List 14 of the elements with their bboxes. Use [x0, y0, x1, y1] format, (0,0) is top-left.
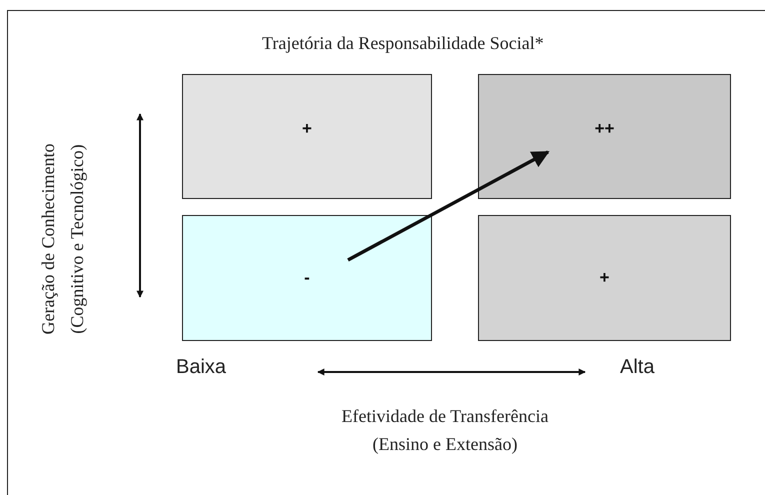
axis-end-label: Baixa — [176, 356, 226, 379]
rating-symbol: - — [304, 268, 310, 288]
quadrant-box — [478, 74, 731, 199]
quadrant-box — [478, 215, 731, 341]
axis-label: Efetividade de Transferência (Ensino e Extensão) — [340, 405, 550, 456]
axis-end-label: Alta — [620, 356, 654, 379]
rating-symbol: + — [600, 268, 610, 288]
diagram-title: Trajetória da Responsabilidade Social* — [262, 33, 544, 54]
quadrant-box — [182, 74, 432, 199]
arrow — [347, 150, 550, 262]
axis-label: Geração de Conhecimento (Cognitivo e Tecnológico) — [37, 142, 88, 336]
rating-symbol: + — [302, 119, 312, 139]
rating-symbol: ++ — [594, 119, 614, 139]
quadrant-box — [182, 215, 432, 341]
